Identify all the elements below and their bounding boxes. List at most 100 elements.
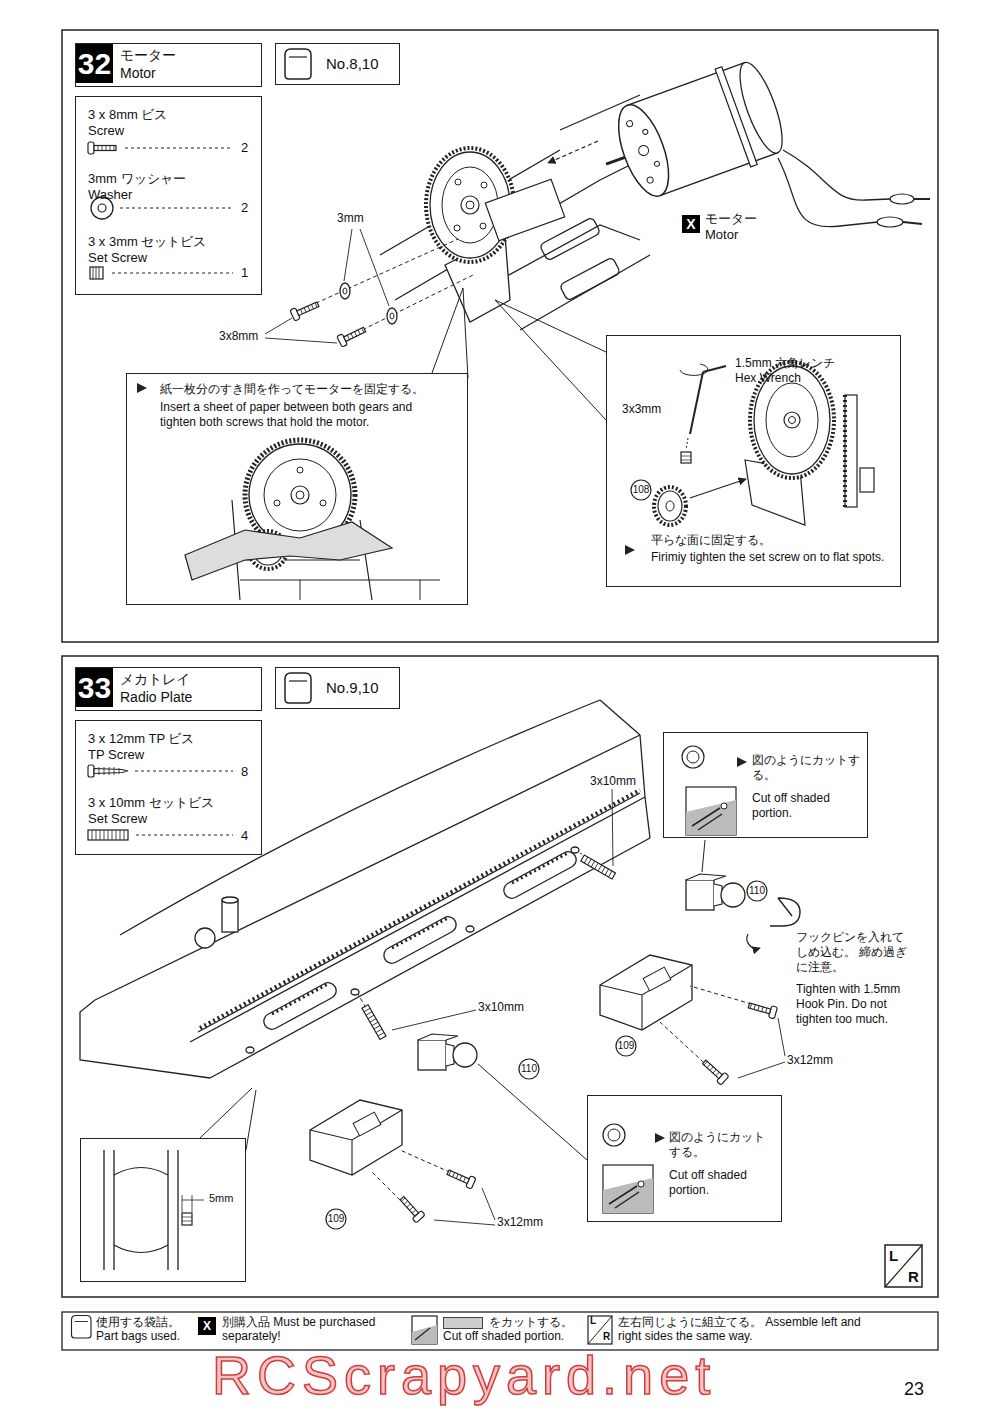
- gear-mesh-detail: [296, 491, 304, 499]
- chassis: [200, 790, 640, 1028]
- left-right-icon: [885, 1245, 922, 1287]
- radio-plate-mount: [600, 965, 692, 1030]
- side-mark: R: [908, 1268, 919, 1287]
- bag-number: No.9,10: [326, 679, 379, 698]
- pinion-detail: [686, 438, 688, 450]
- size-label: 3x10mm: [590, 774, 636, 789]
- motor-screws: [303, 239, 458, 309]
- legend-icons: [412, 1325, 437, 1344]
- chassis: [381, 914, 459, 966]
- part-icons: [99, 767, 119, 775]
- motor-screws: [390, 313, 394, 319]
- pinion-detail: [654, 487, 686, 525]
- chassis: [95, 735, 640, 1000]
- spur-gear: [426, 148, 565, 322]
- radio-plate-mount: [310, 994, 587, 1229]
- radio-plate-mount: [612, 789, 613, 866]
- dimension-label: 5mm: [209, 1192, 233, 1206]
- cut-icon: [608, 1129, 620, 1141]
- motor: [778, 158, 878, 227]
- chassis: [351, 989, 359, 995]
- gear-mesh-detail: [291, 486, 309, 504]
- motor: [646, 176, 654, 184]
- chassis: [222, 897, 238, 903]
- set-screw-detail: [182, 1217, 192, 1221]
- left-right-icon: [885, 1245, 922, 1287]
- set-screw-detail: [104, 1150, 114, 1270]
- pinion-detail: [766, 383, 818, 457]
- motor: [608, 99, 678, 203]
- part-count: 4: [241, 828, 248, 844]
- motor-screws: [343, 288, 347, 294]
- chassis: [380, 95, 700, 330]
- chassis: [600, 700, 650, 838]
- legend-icons: [588, 1316, 612, 1344]
- spur-gear: [461, 196, 479, 214]
- legend-icons: [415, 1328, 430, 1340]
- spur-gear: [481, 182, 487, 188]
- bag-icon: [285, 49, 311, 79]
- chassis: [466, 926, 474, 932]
- radio-plate-mount: [446, 1167, 476, 1189]
- radio-plate-mount: [626, 1032, 630, 1035]
- radio-plate-mount: [700, 1057, 729, 1085]
- chassis: [195, 928, 215, 948]
- note-text: フックピンを入れてしめ込む。 締め過ぎに注意。: [796, 930, 911, 975]
- pinion-detail: [625, 545, 635, 555]
- set-screw-detail: [182, 1213, 192, 1225]
- radio-plate-mount: [584, 857, 612, 877]
- gear-mesh-detail: [320, 500, 326, 506]
- parts-list: 3 x 8mm ビス Screw23mm ワッシャー Washer23 x 3m…: [75, 96, 262, 295]
- radio-plate-mount: [580, 789, 800, 1085]
- part-name: 3 x 3mm セットビス Set Screw: [88, 234, 213, 267]
- radio-plate-mount: [686, 880, 714, 910]
- pinion-detail: [690, 372, 703, 434]
- radio-plate-mount: [686, 874, 726, 880]
- chassis: [261, 980, 339, 1032]
- radio-plate-mount: [364, 1008, 384, 1036]
- cut-icon: [603, 1178, 653, 1213]
- radio-plate-mount: [418, 1034, 458, 1040]
- step-number: 33: [76, 668, 113, 707]
- gear-mesh-detail: [264, 459, 336, 531]
- legend-icons: [198, 1317, 216, 1335]
- cut-icon: [603, 1165, 653, 1213]
- bag-number: No.8,10: [326, 55, 379, 74]
- callout-pointer: [495, 300, 606, 420]
- motor: [914, 198, 930, 200]
- pinion-detail: [681, 452, 691, 463]
- chassis: [190, 797, 645, 1042]
- cut-icon: [682, 746, 704, 768]
- part-icons: [88, 765, 94, 777]
- spur-gear: [454, 225, 460, 231]
- cut-callout: 図のようにカットする。Cut off shaded portion.: [587, 1095, 782, 1222]
- callout-pointer: [432, 288, 606, 420]
- motor: [606, 157, 625, 164]
- left-right-icon: [885, 1245, 922, 1287]
- size-label: 3x8mm: [219, 329, 258, 344]
- radio-plate-mount: [397, 1194, 425, 1223]
- part-icons: [88, 765, 233, 840]
- note-text: Firimiy tighten the set screw on to flat…: [651, 550, 886, 565]
- chassis: [571, 847, 579, 853]
- spur-gear: [485, 179, 564, 241]
- set-screw-detail: [182, 1200, 204, 1201]
- pinion-detail: [843, 395, 847, 507]
- spur-gear: [480, 223, 486, 229]
- chassis: [222, 900, 238, 932]
- part-icons: [92, 830, 124, 840]
- callout-pointer: [432, 288, 468, 378]
- part-icons: [88, 830, 128, 840]
- cut-icon: [721, 803, 727, 809]
- pinion-detail: [666, 501, 674, 511]
- motor: [783, 150, 890, 200]
- cut-icon: [686, 800, 736, 835]
- step-header: 32モーター Motor: [75, 43, 262, 87]
- part-icons: [90, 267, 103, 279]
- part-name: 3 x 10mm セットビス Set Screw: [88, 795, 218, 828]
- cut-icon: [603, 1124, 665, 1213]
- callout-number: 110: [745, 884, 769, 898]
- part-name: 3 x 8mm ビス Screw: [88, 107, 188, 140]
